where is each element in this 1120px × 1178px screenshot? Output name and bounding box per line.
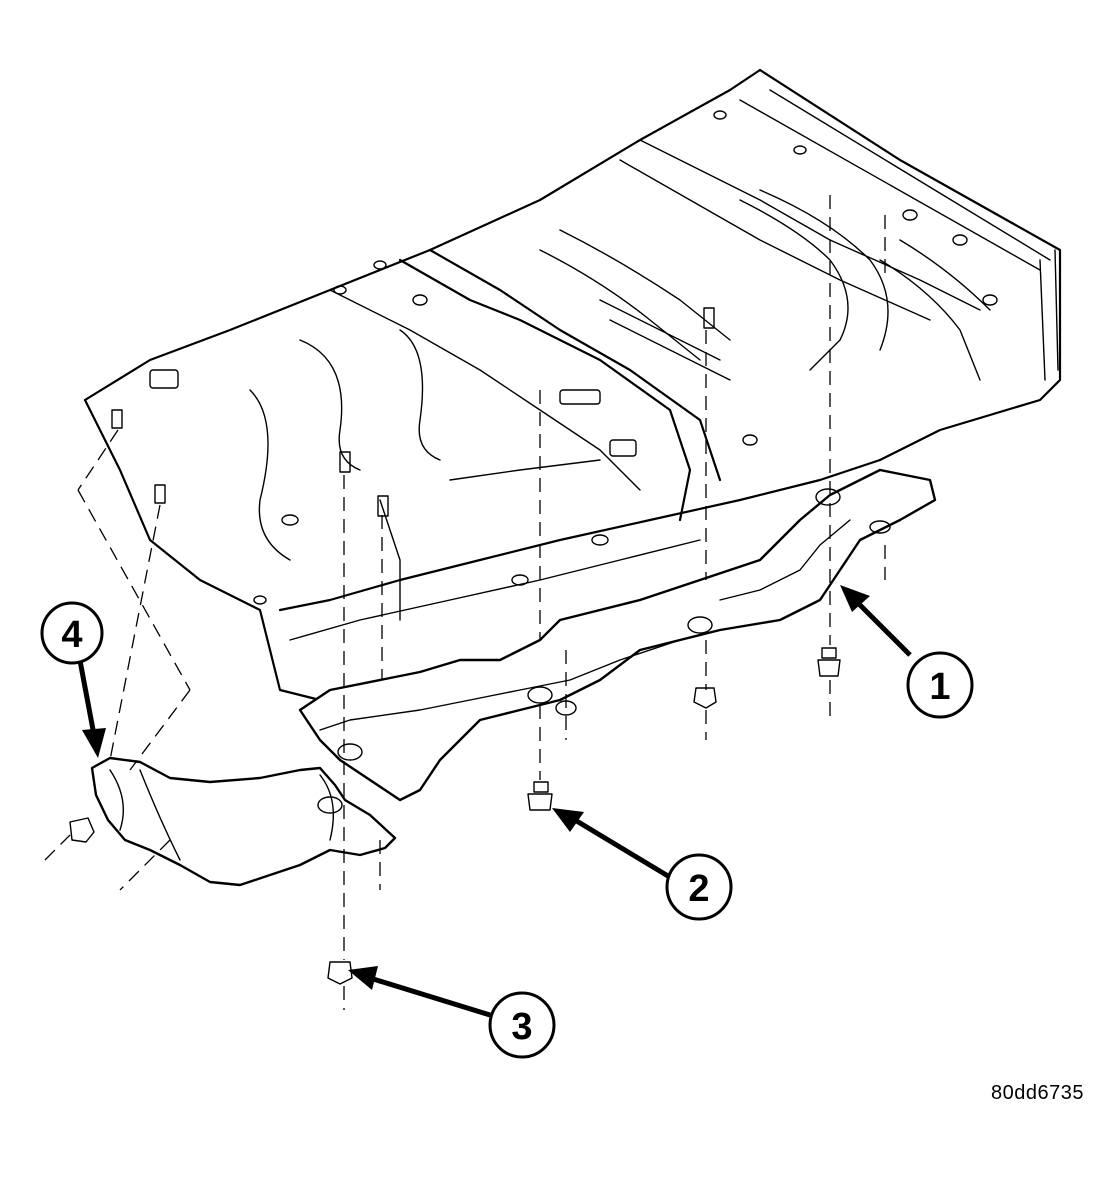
callout-4-label: 4	[61, 614, 82, 656]
callout-1: 1	[906, 651, 974, 719]
alignment-lines	[44, 195, 886, 1010]
fasteners	[69, 647, 841, 985]
figure-id: 80dd6735	[991, 1082, 1084, 1104]
callout-2-label: 2	[688, 868, 709, 910]
callout-4: 4	[40, 601, 104, 665]
heat-shield-4	[90, 756, 397, 887]
floor-pan	[83, 68, 1062, 702]
callout-2: 2	[665, 853, 733, 921]
mounting-studs	[111, 307, 715, 517]
heat-shield-1	[298, 468, 937, 802]
callout-3: 3	[488, 991, 556, 1059]
callout-1-label: 1	[929, 666, 950, 708]
leader-arrows	[75, 585, 912, 1018]
callout-3-label: 3	[511, 1006, 532, 1048]
